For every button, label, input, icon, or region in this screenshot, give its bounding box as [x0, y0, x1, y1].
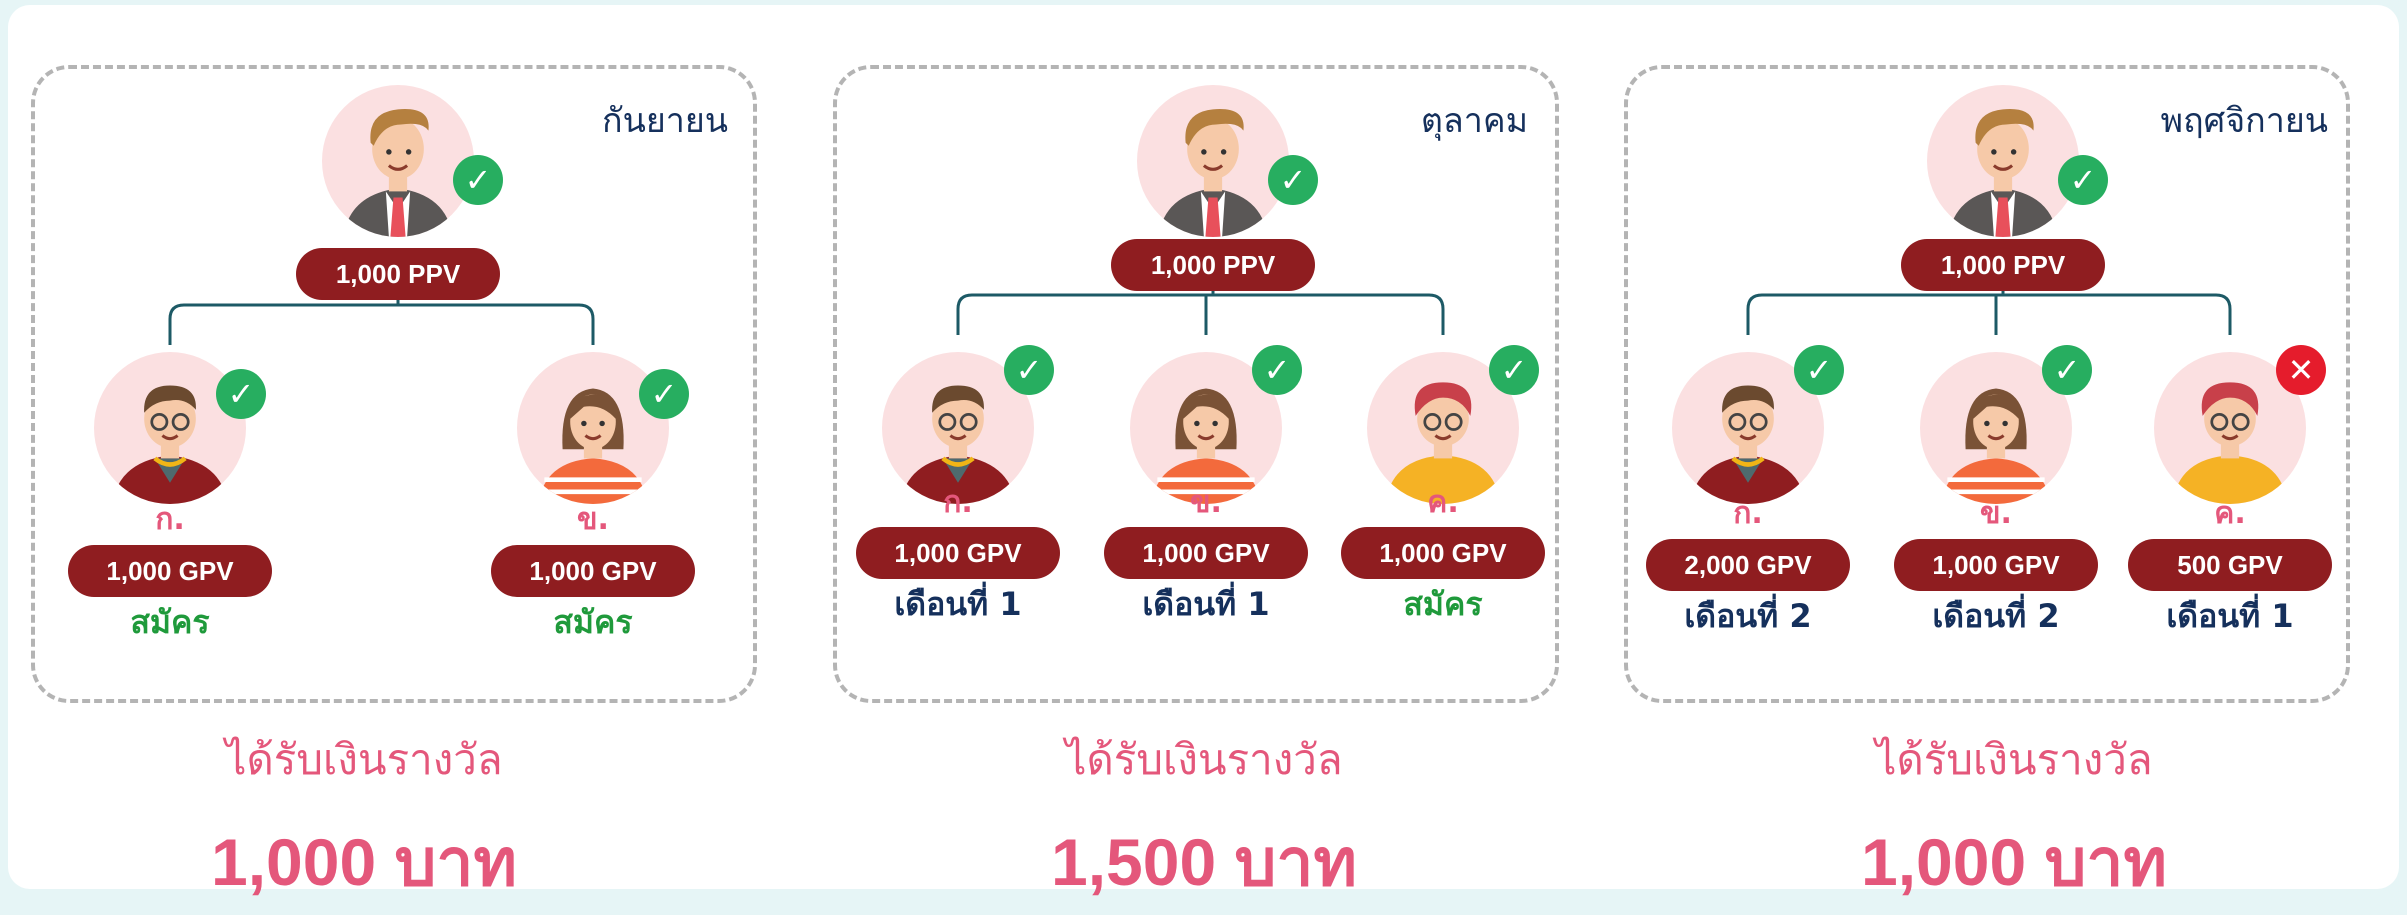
- leader-ppv-pill: 1,000 PPV: [296, 248, 500, 300]
- member-status-label: เดือนที่ 1: [1142, 585, 1270, 623]
- reward-title: ได้รับเงินรางวัล: [1065, 735, 1343, 784]
- member-status-label: เดือนที่ 1: [2166, 597, 2294, 635]
- panel-3: [1624, 65, 2350, 703]
- member-letter: ค.: [2214, 496, 2246, 531]
- reward-title: ได้รับเงินรางวัล: [225, 735, 503, 784]
- check-circle-icon: ✓: [1489, 345, 1539, 395]
- reward-amount: 1,000 บาท: [1861, 825, 2167, 899]
- member-letter: ค.: [1427, 485, 1459, 520]
- reward-amount: 1,500 บาท: [1051, 825, 1357, 899]
- member-gpv-pill: 500 GPV: [2128, 539, 2332, 591]
- member-gpv-pill: 1,000 GPV: [491, 545, 695, 597]
- member-gpv-pill: 1,000 GPV: [1894, 539, 2098, 591]
- member-letter: ก.: [1733, 496, 1763, 531]
- member-gpv-pill: 1,000 GPV: [1104, 527, 1308, 579]
- man-glasses-avatar-icon: [94, 352, 246, 504]
- stage: กันยายน ✓ 1,000 PPV ✓ ก. 1,000 GPV สมัคร: [8, 5, 2399, 899]
- member-status-label: สมัคร: [1403, 585, 1483, 623]
- red-hair-avatar-icon: [2154, 352, 2306, 504]
- leader-ppv-pill: 1,000 PPV: [1111, 239, 1315, 291]
- member-status-label: เดือนที่ 2: [1932, 597, 2060, 635]
- check-circle-icon: ✓: [453, 155, 503, 205]
- connector-bus: [956, 293, 1445, 335]
- connector-bus: [1746, 293, 2232, 335]
- month-label: ตุลาคม: [1420, 101, 1528, 141]
- leader-ppv-pill: 1,000 PPV: [1901, 239, 2105, 291]
- man-avatar-icon: [1927, 85, 2079, 237]
- member-status-label: เดือนที่ 2: [1684, 597, 1812, 635]
- check-circle-icon: ✓: [639, 369, 689, 419]
- member-letter: ก.: [155, 502, 185, 537]
- tree-connectors: [168, 291, 2232, 345]
- check-circle-icon: ✓: [1004, 345, 1054, 395]
- member-letter: ก.: [943, 485, 973, 520]
- man-avatar-icon: [1137, 85, 1289, 237]
- check-circle-icon: ✓: [216, 369, 266, 419]
- member-gpv-pill: 1,000 GPV: [68, 545, 272, 597]
- member-gpv-pill: 1,000 GPV: [1341, 527, 1545, 579]
- member-status-label: สมัคร: [553, 603, 633, 641]
- check-circle-icon: ✓: [1794, 345, 1844, 395]
- month-label: พฤศจิกายน: [2160, 101, 2328, 141]
- x-circle-icon: ✕: [2276, 345, 2326, 395]
- check-circle-icon: ✓: [2058, 155, 2108, 205]
- member-letter: ข.: [1190, 485, 1222, 520]
- check-circle-icon: ✓: [1268, 155, 1318, 205]
- check-circle-icon: ✓: [2042, 345, 2092, 395]
- reward-title: ได้รับเงินรางวัล: [1875, 735, 2153, 784]
- panel-2: [833, 65, 1559, 703]
- month-label: กันยายน: [601, 101, 728, 141]
- member-status-label: สมัคร: [130, 603, 210, 641]
- member-gpv-pill: 2,000 GPV: [1646, 539, 1850, 591]
- man-avatar-icon: [322, 85, 474, 237]
- member-letter: ข.: [577, 502, 609, 537]
- woman-avatar-icon: [1920, 352, 2072, 504]
- member-gpv-pill: 1,000 GPV: [856, 527, 1060, 579]
- member-letter: ข.: [1980, 496, 2012, 531]
- connector-bus: [168, 303, 595, 345]
- panel-1: [31, 65, 757, 703]
- check-circle-icon: ✓: [1252, 345, 1302, 395]
- member-status-label: เดือนที่ 1: [894, 585, 1022, 623]
- reward-amount: 1,000 บาท: [211, 825, 517, 899]
